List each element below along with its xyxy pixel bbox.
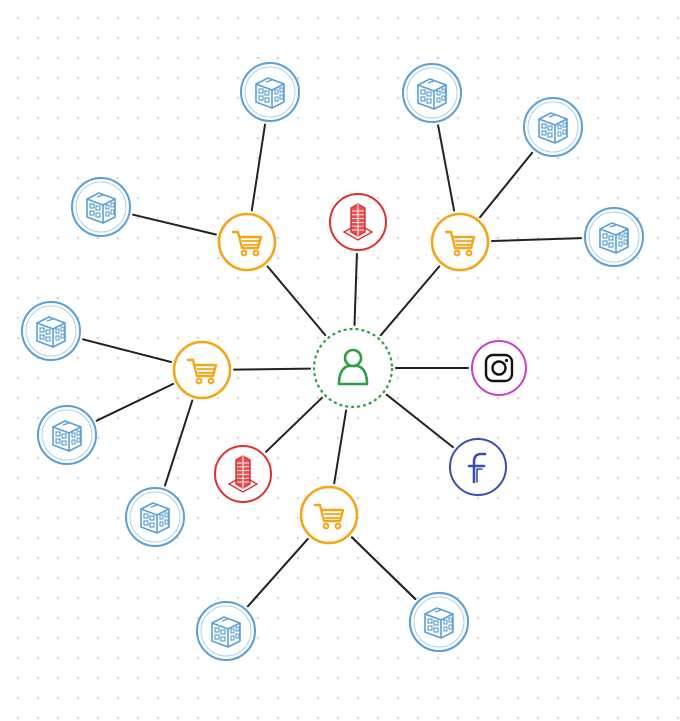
person-icon — [337, 348, 369, 386]
building-node-ring — [523, 97, 583, 157]
connection-line — [353, 253, 358, 326]
connection-line — [265, 396, 323, 453]
building-node[interactable] — [584, 207, 644, 267]
building-icon — [211, 616, 241, 648]
connection-line — [164, 399, 194, 487]
building-icon — [86, 192, 116, 224]
building-icon — [52, 420, 82, 452]
connection-line — [437, 124, 456, 212]
building-node-ring — [21, 301, 81, 361]
store-node-ring — [430, 212, 490, 272]
connection-lines — [82, 123, 582, 608]
user-node-ring — [312, 327, 394, 409]
shopping-cart-icon — [186, 358, 218, 385]
building-node[interactable] — [196, 601, 256, 661]
store-node[interactable] — [172, 340, 232, 400]
building-node[interactable] — [21, 301, 81, 361]
store-node[interactable] — [299, 485, 359, 545]
facebook-node[interactable] — [449, 438, 507, 496]
connection-line — [379, 265, 441, 337]
building-icon — [36, 316, 66, 348]
office-tower-icon — [342, 203, 374, 241]
instagram-node[interactable] — [471, 340, 527, 396]
connection-line — [233, 367, 311, 371]
building-node[interactable] — [523, 97, 583, 157]
tower-node[interactable] — [214, 445, 272, 503]
facebook-icon — [467, 452, 487, 484]
shopping-cart-icon — [313, 503, 345, 530]
building-node[interactable] — [37, 405, 97, 465]
tower-node[interactable] — [329, 193, 387, 251]
store-node[interactable] — [430, 212, 490, 272]
building-node[interactable] — [402, 63, 462, 123]
instagram-icon — [484, 353, 514, 383]
shopping-cart-icon — [231, 230, 263, 257]
connection-line — [250, 123, 266, 212]
instagram-node-ring — [471, 340, 527, 396]
building-icon — [140, 502, 170, 534]
building-node-ring — [409, 592, 469, 652]
diagram-nodes — [21, 62, 644, 661]
building-node[interactable] — [71, 177, 131, 237]
building-node-ring — [196, 601, 256, 661]
building-node-ring — [240, 62, 300, 122]
building-icon — [255, 77, 285, 109]
connection-line — [491, 237, 582, 242]
building-node-ring — [125, 487, 185, 547]
building-icon — [538, 112, 568, 144]
building-node[interactable] — [240, 62, 300, 122]
building-node-ring — [71, 177, 131, 237]
connection-line — [132, 213, 217, 236]
connection-line — [82, 338, 172, 363]
building-icon — [424, 607, 454, 639]
connection-line — [95, 382, 175, 422]
building-node[interactable] — [409, 592, 469, 652]
store-node-ring — [217, 212, 277, 272]
building-icon — [417, 78, 447, 110]
store-node[interactable] — [217, 212, 277, 272]
building-icon — [599, 222, 629, 254]
connection-line — [333, 409, 348, 485]
store-node-ring — [299, 485, 359, 545]
building-node-ring — [402, 63, 462, 123]
connection-line — [266, 265, 327, 337]
office-tower-icon — [227, 455, 259, 493]
connection-line — [479, 151, 534, 219]
building-node-ring — [37, 405, 97, 465]
user-node[interactable] — [312, 327, 394, 409]
connection-line — [350, 536, 417, 600]
shopping-cart-icon — [444, 230, 476, 257]
connection-line — [385, 393, 454, 449]
store-node-ring — [172, 340, 232, 400]
building-node[interactable] — [125, 487, 185, 547]
connection-line — [246, 537, 309, 608]
building-node-ring — [584, 207, 644, 267]
